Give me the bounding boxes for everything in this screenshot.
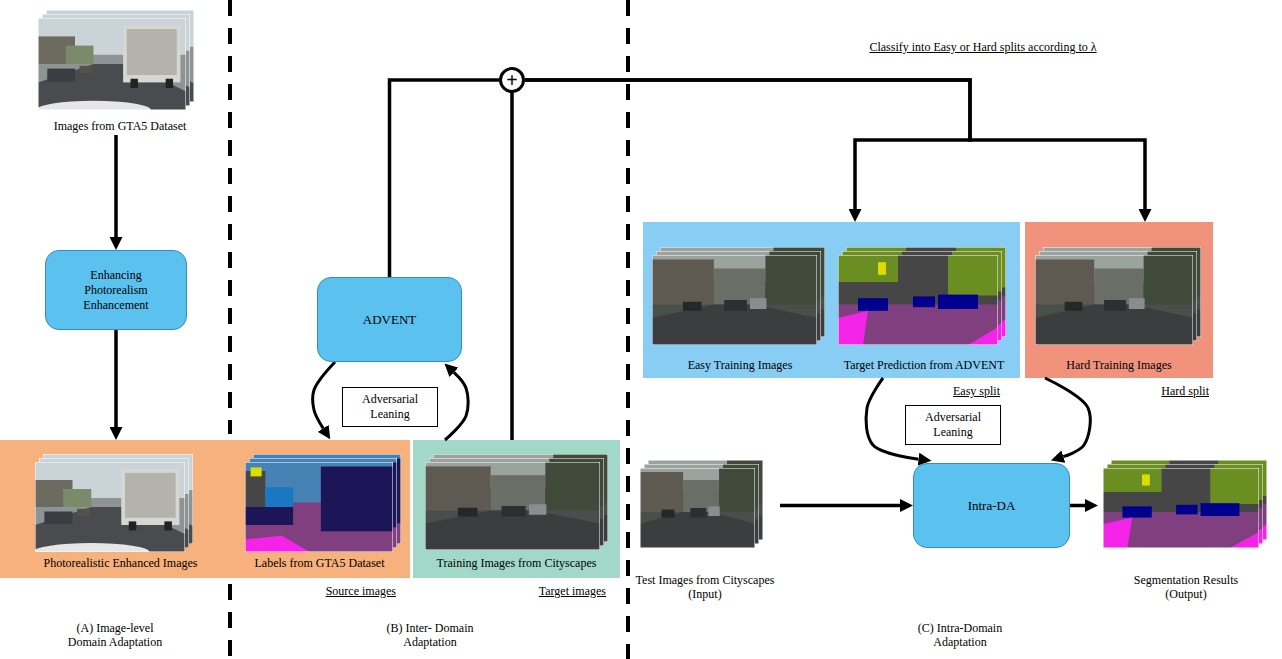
split-label: Easy split (953, 384, 1000, 398)
node-text: Easy Training Images (645, 358, 835, 372)
split-label: Hard split (1161, 384, 1209, 398)
adversarial-box: Adversarial Leaning (342, 387, 438, 427)
split-label: Target images (539, 584, 606, 598)
panel-caption: (C) Intra-Domain Adaptation (908, 621, 1012, 649)
node-text: ADVENT (318, 312, 461, 328)
photo-stack (652, 247, 825, 345)
connector (390, 80, 500, 277)
label-stack (245, 454, 401, 552)
node-text: Adversarial Leaning (343, 392, 437, 422)
image-stack: Segmentation Results (Output) (1098, 455, 1274, 605)
connector (780, 504, 900, 508)
photo-stack (36, 10, 194, 119)
node-text: Hard Training Images (1025, 358, 1213, 372)
image-band: Hard Training ImagesHard split (1025, 222, 1213, 378)
panel-divider (230, 0, 628, 659)
connector (114, 135, 118, 237)
image-stack: Test Images from Cityscapes (Input) (630, 455, 780, 605)
node-text: Intra-DA (914, 498, 1069, 514)
node-text: Segmentation Results (Output) (1098, 573, 1274, 601)
photo-stack (640, 460, 763, 548)
connector (1070, 504, 1085, 508)
node-text: Test Images from Cityscapes (Input) (630, 573, 780, 601)
easy-band-fill (643, 222, 1020, 378)
node-text: Adversarial Leaning (906, 410, 1000, 440)
process-box: Intra-DA (913, 463, 1070, 548)
node-text: + (502, 70, 522, 90)
panel-caption: (A) Image-level Domain Adaptation (63, 621, 167, 649)
connector (510, 93, 514, 440)
connector (313, 362, 335, 428)
hard-band-fill (1025, 222, 1213, 378)
node-text: Training Images from Cityscapes (413, 556, 620, 570)
node-text: Labels from GTA5 Dataset (232, 556, 407, 570)
image-band: Source imagesPhotorealistic Enhanced Ima… (0, 440, 410, 578)
image-stack: Photorealistic Enhanced Images (18, 440, 223, 576)
node-text: Images from GTA5 Dataset (20, 119, 220, 133)
split-rule-label: Classify into Easy or Hard splits accord… (823, 40, 1143, 54)
photo-stack (425, 454, 608, 550)
sum-operator: + (499, 67, 525, 93)
target-band-fill (413, 440, 620, 578)
source-band-fill (0, 440, 410, 578)
node-text: Photorealistic Enhanced Images (18, 556, 223, 570)
split-label: Source images (326, 584, 396, 598)
image-band: Training Images from CityscapesTarget im… (413, 440, 620, 578)
image-stack: Easy Training Images (645, 222, 835, 376)
panel-caption: (B) Inter- Domain Adaptation (378, 621, 482, 649)
image-stack: Labels from GTA5 Dataset (232, 440, 407, 576)
node-text: Target Prediction from ADVENT (830, 358, 1018, 372)
connector (525, 80, 1145, 209)
photo-stack (33, 454, 193, 561)
connector (445, 372, 468, 440)
image-stack: Images from GTA5 Dataset (20, 0, 220, 135)
photo-stack (1035, 247, 1201, 345)
process-box: ADVENT (317, 277, 462, 362)
adversarial-box: Adversarial Leaning (905, 405, 1001, 445)
node-text: Enhancing Photorealism Enhancement (46, 268, 186, 313)
label-stack (1103, 460, 1267, 548)
image-band: Easy splitEasy Training ImagesTarget Pre… (643, 222, 1020, 378)
connector (525, 80, 970, 209)
image-stack: Target Prediction from ADVENT (830, 222, 1018, 376)
label-stack (838, 247, 1006, 345)
connector (1045, 378, 1090, 457)
process-box: Enhancing Photorealism Enhancement (45, 250, 187, 330)
connector (114, 330, 118, 427)
